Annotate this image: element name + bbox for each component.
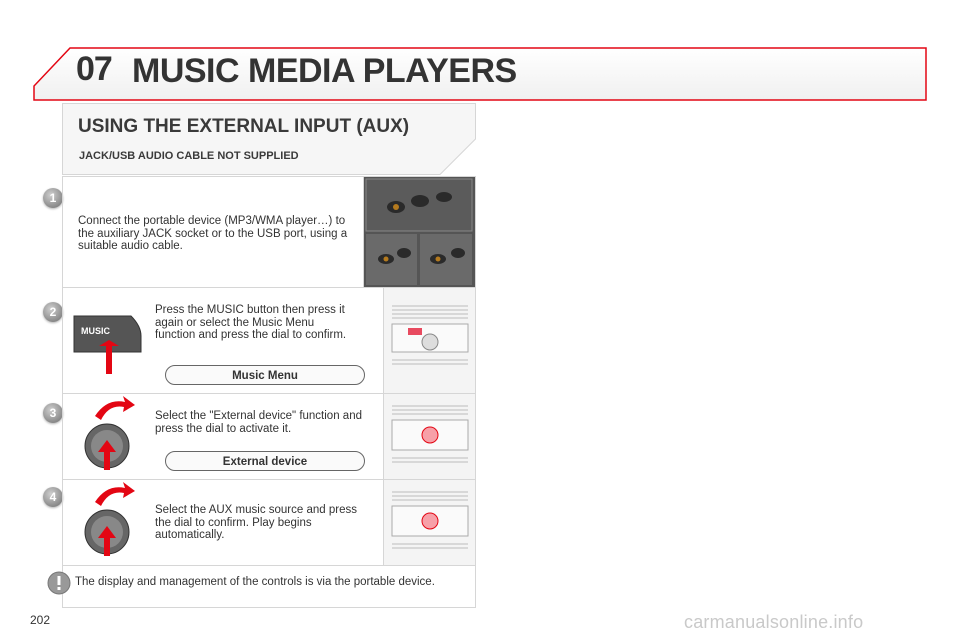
page-title: MUSIC MEDIA PLAYERS xyxy=(132,52,517,90)
section-frame xyxy=(62,103,476,175)
page-header: 07 MUSIC MEDIA PLAYERS xyxy=(0,0,960,110)
step-2-text: Press the MUSIC button then press it aga… xyxy=(155,304,347,341)
section-title: USING THE EXTERNAL INPUT (AUX) xyxy=(78,116,410,137)
music-menu-option: Music Menu xyxy=(165,365,365,385)
radio-panel-step4 xyxy=(383,480,475,565)
radio-panel-illustration-2 xyxy=(391,305,469,365)
aux-socket-photo xyxy=(363,177,475,287)
external-device-option: External device xyxy=(165,451,365,471)
radio-panel-step3 xyxy=(383,394,475,479)
header-frame xyxy=(33,47,927,101)
note-text: The display and management of the contro… xyxy=(75,576,435,588)
radio-panel-illustration-4 xyxy=(391,491,469,549)
radio-panel-illustration-3 xyxy=(391,405,469,463)
section-subtitle: JACK/USB AUDIO CABLE NOT SUPPLIED xyxy=(79,150,299,162)
music-button-illustration: MUSIC xyxy=(71,312,151,374)
steps-panel: Connect the portable device (MP3/WMA pla… xyxy=(62,176,476,608)
music-button-svg xyxy=(73,315,142,374)
radio-panel-step2 xyxy=(383,288,475,393)
page-number: 202 xyxy=(30,613,51,627)
section-heading: USING THE EXTERNAL INPUT (AUX) JACK/USB … xyxy=(62,103,476,175)
step-badge-1: 1 xyxy=(43,188,63,208)
step-badge-2: 2 xyxy=(43,302,63,322)
rotate-dial-illustration-4 xyxy=(84,482,135,556)
chapter-number: 07 xyxy=(76,50,113,88)
watermark: carmanualsonline.info xyxy=(684,612,864,632)
step-1-text: Connect the portable device (MP3/WMA pla… xyxy=(78,215,348,252)
note-row: The display and management of the contro… xyxy=(63,566,475,608)
step-3: Select the "External device" function an… xyxy=(63,394,475,480)
step-3-text: Select the "External device" function an… xyxy=(155,410,362,435)
aux-socket-illustration xyxy=(365,178,473,285)
rotate-dial-illustration xyxy=(84,396,135,470)
music-button-label: MUSIC xyxy=(81,326,110,336)
step-4: Select the AUX music source and press th… xyxy=(63,480,475,566)
step-badge-3: 3 xyxy=(43,403,63,423)
step-2: MUSIC Press the MUSIC button then press … xyxy=(63,288,475,394)
step-4-text: Select the AUX music source and press th… xyxy=(155,504,357,541)
warning-icon xyxy=(47,571,71,595)
step-1: Connect the portable device (MP3/WMA pla… xyxy=(63,177,475,288)
step-badge-4: 4 xyxy=(43,487,63,507)
